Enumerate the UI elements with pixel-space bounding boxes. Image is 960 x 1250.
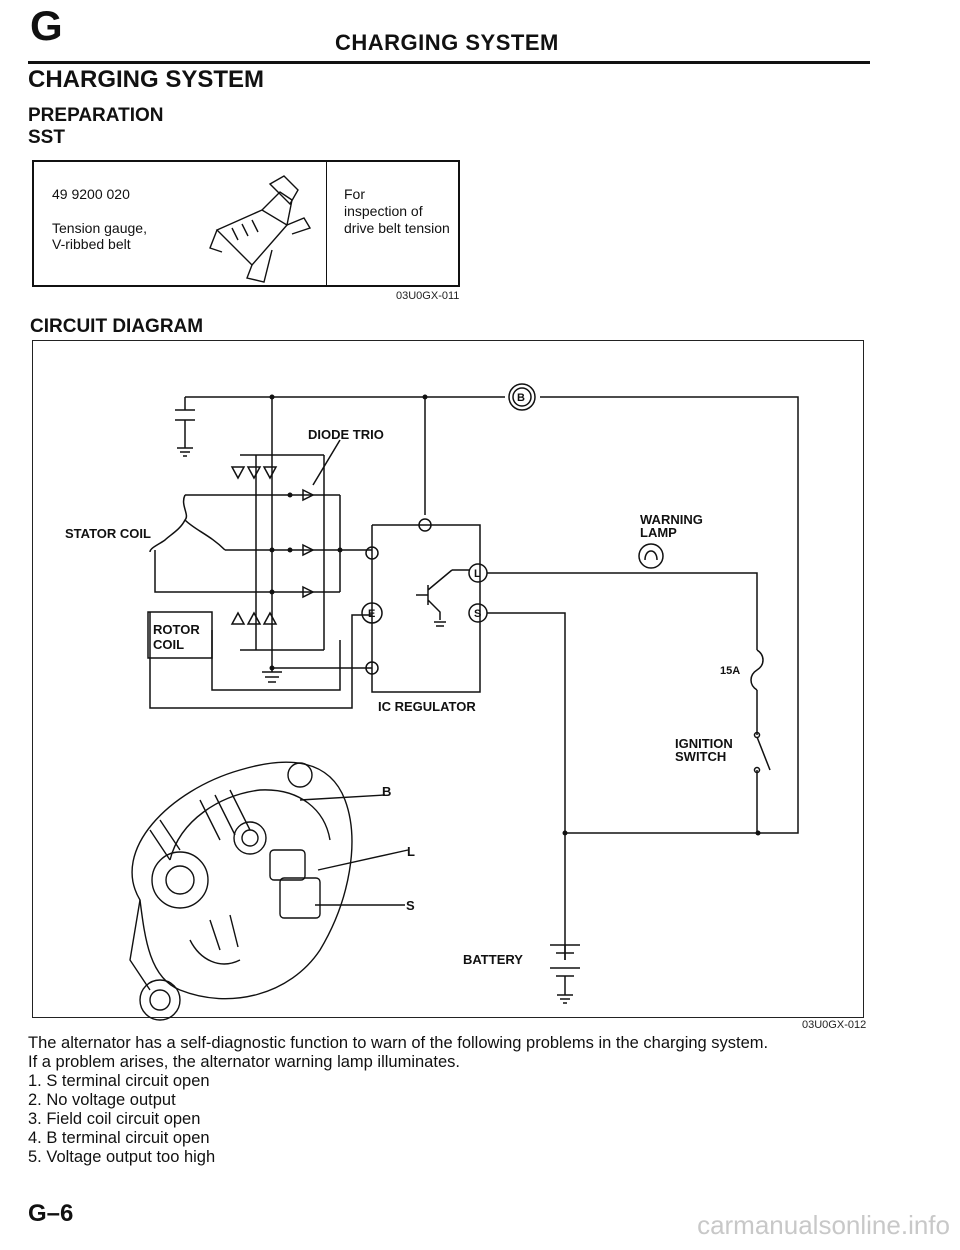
label-ignition-2: SWITCH [675, 749, 727, 764]
term-e-circle [361, 602, 383, 624]
s-terminal-line [487, 612, 566, 960]
circuit-diagram-frame [32, 340, 864, 1018]
b-bus-right [540, 396, 799, 834]
label-ignition-1: IGNITION [675, 736, 733, 751]
problem-item-3: 3. Field coil circuit open [28, 1110, 201, 1128]
circuit-diagram-heading: CIRCUIT DIAGRAM [30, 316, 204, 337]
sst-purpose-3: drive belt tension [344, 220, 450, 236]
term-s-label: S [474, 608, 482, 620]
sst-figure-code: 03U0GX-011 [396, 290, 460, 302]
rotor-return [149, 612, 372, 709]
warning-lamp-filament [644, 550, 658, 561]
lead-s-label: S [406, 898, 415, 913]
sst-tool-name-2: V-ribbed belt [52, 236, 131, 252]
ignition-switch-symbol [756, 690, 771, 833]
rotor-coil-leads [211, 630, 341, 691]
description-line-2: If a problem arises, the alternator warn… [28, 1053, 460, 1071]
fuse-symbol [750, 649, 764, 691]
lead-l-label: L [407, 844, 415, 859]
lead-b-line [299, 794, 386, 801]
ignition-contact-bottom [753, 766, 761, 774]
diode-trio-lower [230, 611, 278, 625]
capacitor-symbol [175, 397, 195, 457]
section-letter: G [30, 2, 63, 49]
page-title: CHARGING SYSTEM [28, 66, 265, 93]
term-b-inner [512, 387, 532, 407]
sst-purpose-2: inspection of [344, 203, 423, 219]
lead-b-label: B [382, 784, 392, 799]
alternator-illustration [129, 761, 409, 1021]
lead-l-line [317, 849, 409, 871]
diode-trio-side [302, 488, 315, 599]
label-rotor-coil-1: ROTOR [153, 622, 200, 637]
term-l-label: L [474, 568, 481, 580]
circuit-figure-code: 03U0GX-012 [802, 1019, 867, 1031]
reg-b-node [418, 518, 432, 532]
label-rotor-coil-2: COIL [153, 637, 185, 652]
rectifier-ground [262, 650, 282, 683]
page-number: G–6 [28, 1200, 74, 1227]
diode-trio-pointer [312, 439, 341, 486]
label-fuse-15a: 15A [720, 665, 741, 677]
description-line-1: The alternator has a self-diagnostic fun… [28, 1034, 769, 1052]
ic-regulator-box [371, 524, 481, 693]
preparation-heading: PREPARATION [28, 105, 164, 126]
problem-item-1: 1. S terminal circuit open [28, 1072, 210, 1090]
sst-heading: SST [28, 127, 65, 148]
regulator-transistor [416, 569, 453, 627]
sst-tool-name-1: Tension gauge, [52, 220, 147, 236]
tension-gauge-illustration [209, 175, 312, 283]
label-stator-coil: STATOR COIL [65, 526, 151, 541]
sst-table: 49 9200 020 Tension gauge, V-ribbed belt… [32, 160, 460, 287]
reg-f-node [365, 546, 379, 560]
stator-coil-winding-2 [184, 519, 226, 551]
reg-p-node [365, 661, 379, 675]
label-warning-lamp-1: WARNING [640, 512, 703, 527]
problem-item-2: 2. No voltage output [28, 1091, 176, 1109]
term-b-circle [508, 383, 536, 411]
label-battery: BATTERY [463, 952, 523, 967]
ignition-contact-top [753, 731, 761, 739]
term-e-label: E [368, 608, 376, 620]
battery-symbol [550, 944, 580, 1004]
problem-item-4: 4. B terminal circuit open [28, 1129, 210, 1147]
running-header-title: CHARGING SYSTEM [335, 30, 559, 55]
term-b-label: B [517, 392, 525, 404]
diode-trio-upper [230, 466, 278, 480]
warning-lamp-symbol [638, 543, 664, 569]
watermark-text: carmanualsonline.info [697, 1210, 950, 1240]
label-warning-lamp-2: LAMP [640, 525, 677, 540]
label-diode-trio: DIODE TRIO [308, 427, 384, 442]
sst-table-divider [326, 162, 327, 285]
label-ic-regulator: IC REGULATOR [378, 699, 476, 714]
problem-item-5: 5. Voltage output too high [28, 1148, 216, 1166]
rectifier-bus [240, 454, 324, 651]
stator-coil-winding [149, 494, 188, 553]
sst-part-number: 49 9200 020 [52, 186, 130, 202]
sst-purpose-1: For [344, 186, 365, 202]
header-rule [28, 61, 870, 64]
l-terminal-line [487, 572, 758, 650]
